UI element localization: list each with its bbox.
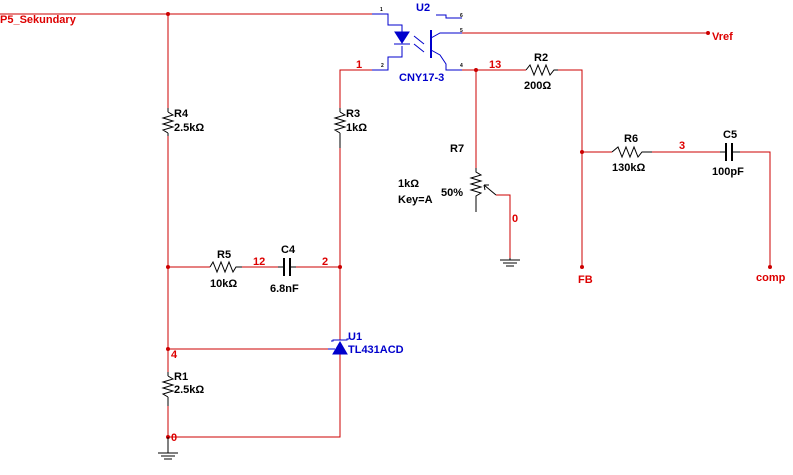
node-label-0: 0 [512, 213, 518, 225]
r3-ref-label: R3 [346, 108, 360, 120]
node-label-12: 12 [253, 256, 265, 268]
r1-value-label: 2.5kΩ [174, 384, 204, 396]
wire-r3-to-node1 [339, 69, 372, 108]
capacitor-c4 [278, 258, 296, 276]
wire-r7-wiper [496, 194, 511, 258]
node-label-3: 3 [679, 140, 685, 152]
r6-value-label: 130kΩ [612, 162, 645, 174]
node-label-4: 4 [171, 349, 178, 361]
net-label-fb: FB [578, 274, 593, 286]
r2-value-label: 200Ω [524, 80, 551, 92]
junction-dot [580, 150, 584, 154]
capacitor-c5 [720, 143, 740, 161]
c4-value-label: 6.8nF [270, 283, 299, 295]
resistor-r1 [161, 372, 175, 406]
resistor-r4 [161, 108, 175, 136]
c5-value-label: 100pF [712, 166, 744, 178]
r4-value-label: 2.5kΩ [174, 122, 204, 134]
r6-ref-label: R6 [624, 133, 638, 145]
r4-ref-label: R4 [174, 108, 189, 120]
r7-setting-label: 50% [441, 187, 463, 199]
r7-key-label: Key=A [398, 194, 433, 206]
r7-ref-label: R7 [450, 143, 464, 155]
node-label-2: 2 [322, 256, 328, 268]
u2-pin-label: 4 [460, 63, 463, 69]
wire-r2-right [558, 69, 583, 265]
vref-terminal [706, 31, 710, 35]
r5-value-label: 10kΩ [210, 278, 237, 290]
node-label-1: 1 [356, 59, 362, 71]
resistor-r5 [209, 260, 242, 274]
junction-dot [166, 12, 170, 16]
u2-pin-label: 1 [380, 7, 383, 13]
node-label-13: 13 [489, 59, 501, 71]
r1-ref-label: R1 [174, 371, 188, 383]
u2-pin-label: 2 [381, 63, 384, 69]
u2-pin-label: 5 [460, 28, 463, 34]
u1-part-label: TL431ACD [348, 344, 404, 356]
u2-pin-label: 6 [460, 13, 463, 19]
shunt-regulator-u1 [328, 338, 349, 355]
junctions [166, 12, 584, 439]
r7-value-label: 1kΩ [398, 178, 419, 190]
node-label-0: 0 [171, 432, 177, 444]
junction-dot [166, 265, 170, 269]
resistor-r6 [611, 145, 652, 159]
net-label-vref: Vref [712, 31, 733, 43]
junction-dot [338, 265, 342, 269]
ground-symbol [500, 258, 520, 267]
ground-symbol [158, 437, 178, 460]
r2-ref-label: R2 [534, 52, 548, 64]
terminals [580, 31, 772, 269]
r3-value-label: 1kΩ [346, 122, 367, 134]
c4-ref-label: C4 [281, 244, 296, 256]
fb-terminal [580, 265, 584, 269]
net-label-p5: P5_Sekundary [0, 14, 77, 26]
u2-ref-label: U2 [416, 2, 430, 14]
junction-dot [166, 347, 170, 351]
resistor-r3 [333, 108, 347, 148]
wire-left-bottom [167, 354, 341, 438]
comp-terminal [768, 265, 772, 269]
c5-ref-label: C5 [723, 129, 737, 141]
r5-ref-label: R5 [217, 249, 231, 261]
wires [0, 13, 771, 438]
wire-c5-comp [740, 151, 771, 265]
junction-dot [474, 68, 478, 72]
resistor-r2 [525, 63, 558, 77]
net-label-comp: comp [756, 272, 786, 284]
u2-part-label: CNY17-3 [399, 72, 444, 84]
potentiometer-r7 [469, 168, 497, 212]
u1-ref-label: U1 [348, 331, 362, 343]
optocoupler-u2 [372, 13, 462, 71]
